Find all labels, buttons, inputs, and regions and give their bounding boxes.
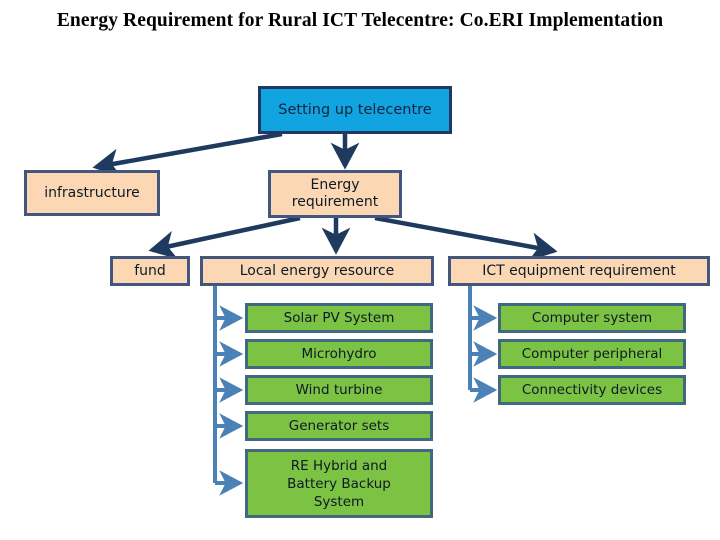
node-label: Energy requirement (291, 177, 379, 210)
node-solar-pv-system[interactable]: Solar PV System (245, 303, 433, 333)
node-label: Local energy resource (239, 262, 395, 279)
node-label: ICT equipment requirement (482, 262, 676, 279)
node-setting-up-telecentre[interactable]: Setting up telecentre (258, 86, 452, 134)
node-label: Microhydro (301, 346, 377, 362)
node-label: Connectivity devices (521, 382, 663, 398)
edge-energy-requirement-to-ict-equipment-requirement (374, 215, 558, 261)
page-title: Energy Requirement for Rural ICT Telecen… (56, 10, 664, 31)
edge-group-local-energy-resource-children (213, 286, 244, 496)
node-microhydro[interactable]: Microhydro (245, 339, 433, 369)
edge-group-ict-equipment-children (468, 286, 498, 403)
node-label: Solar PV System (283, 310, 395, 326)
node-computer-peripheral[interactable]: Computer peripheral (498, 339, 686, 369)
node-label: RE Hybrid and Battery Backup System (287, 457, 391, 510)
node-re-hybrid-battery-backup-system[interactable]: RE Hybrid and Battery Backup System (245, 449, 433, 518)
node-energy-requirement[interactable]: Energy requirement (268, 170, 402, 218)
node-fund[interactable]: fund (110, 256, 190, 286)
node-generator-sets[interactable]: Generator sets (245, 411, 433, 441)
edge-energy-requirement-to-fund (148, 215, 301, 260)
node-label: Generator sets (288, 418, 390, 434)
node-computer-system[interactable]: Computer system (498, 303, 686, 333)
node-ict-equipment-requirement[interactable]: ICT equipment requirement (448, 256, 710, 286)
node-connectivity-devices[interactable]: Connectivity devices (498, 375, 686, 405)
node-local-energy-resource[interactable]: Local energy resource (200, 256, 434, 286)
node-label: fund (134, 262, 166, 279)
node-label: Computer system (531, 310, 653, 326)
node-infrastructure[interactable]: infrastructure (24, 170, 160, 216)
edge-setting-up-telecentre-to-infrastructure (92, 131, 283, 178)
node-label: Setting up telecentre (278, 102, 432, 118)
node-label: infrastructure (44, 184, 140, 201)
node-label: Wind turbine (295, 382, 383, 398)
node-wind-turbine[interactable]: Wind turbine (245, 375, 433, 405)
node-label: Computer peripheral (521, 346, 663, 362)
